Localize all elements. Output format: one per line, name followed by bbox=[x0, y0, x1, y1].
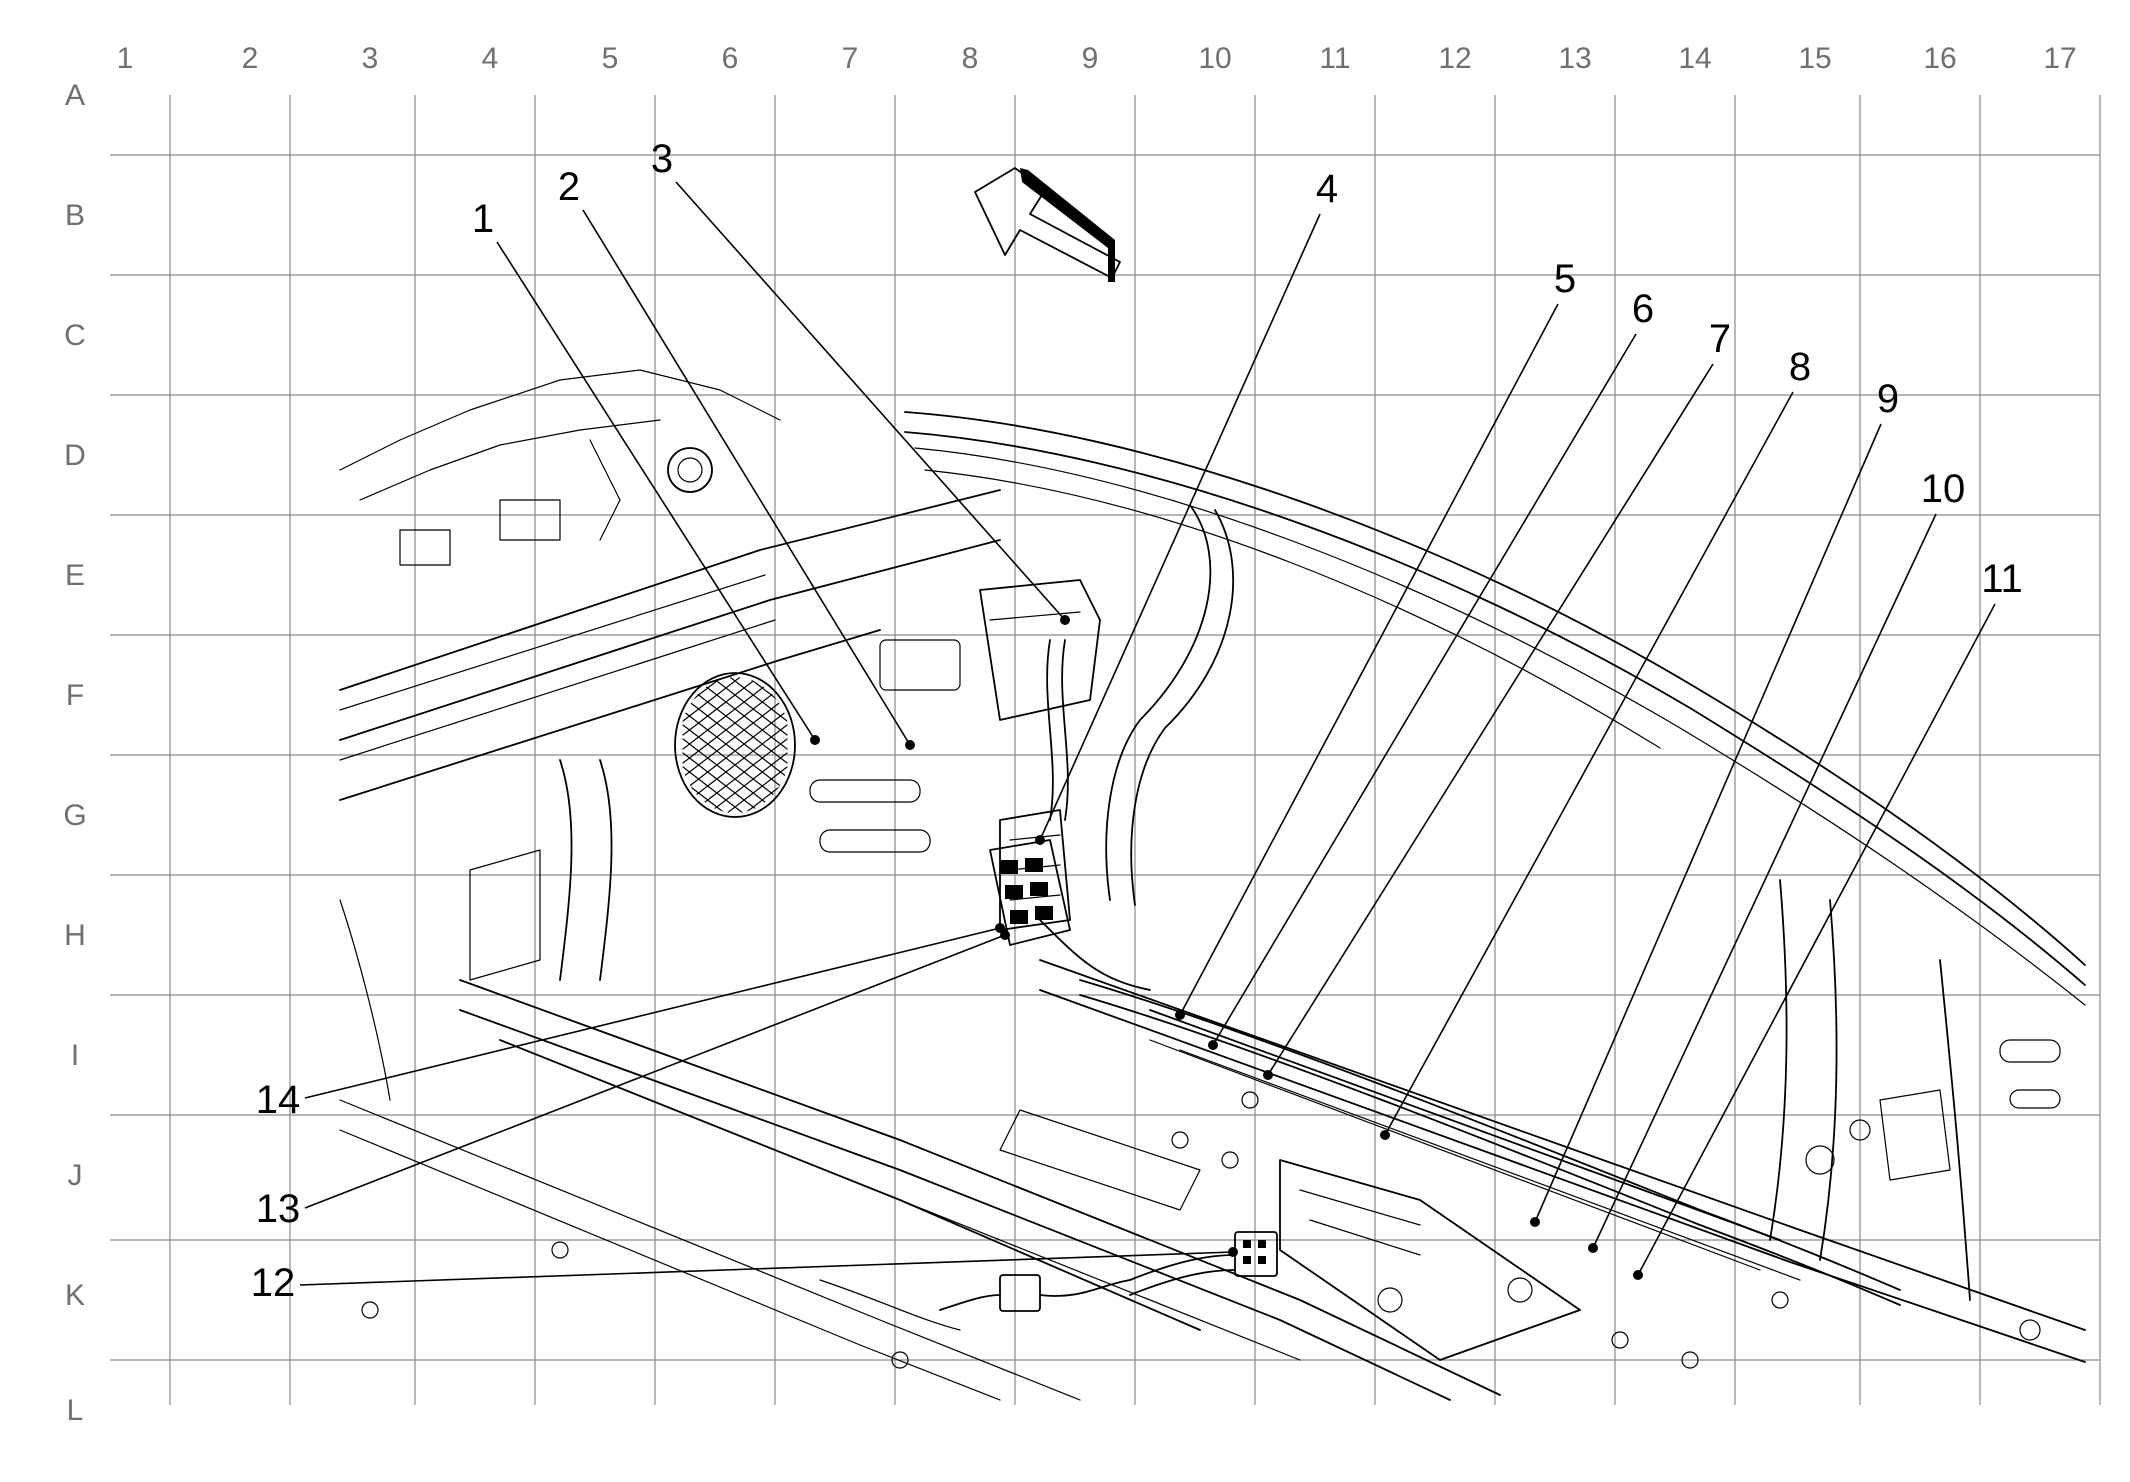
callout-number-2: 2 bbox=[558, 165, 580, 209]
grid-column-label: 10 bbox=[1198, 42, 1231, 75]
mesh-line bbox=[682, 677, 788, 722]
callout-target-dot-2 bbox=[905, 740, 915, 750]
grid-column-label: 16 bbox=[1923, 42, 1956, 75]
callout-target-dot-8 bbox=[1380, 1130, 1390, 1140]
grid-column-label: 6 bbox=[722, 42, 739, 75]
grid-column-label: 1 bbox=[117, 42, 134, 75]
grid-column-label: 9 bbox=[1082, 42, 1099, 75]
grid-column-label: 11 bbox=[1319, 42, 1350, 75]
mesh-line bbox=[682, 780, 788, 813]
callout-leader-line-1 bbox=[496, 241, 816, 741]
mesh-line bbox=[682, 780, 788, 813]
mesh-line bbox=[682, 808, 788, 813]
callout-leader-line-9 bbox=[1534, 423, 1882, 1223]
grid-row-labels: A B C D E F G H I J K L bbox=[63, 79, 86, 1427]
grid-row-label: F bbox=[66, 679, 84, 712]
callout-number-14: 14 bbox=[256, 1078, 301, 1122]
callout-number-7: 7 bbox=[1709, 317, 1731, 361]
mesh-line bbox=[683, 823, 787, 903]
callout-target-dot-3 bbox=[1060, 615, 1070, 625]
callout-number-11: 11 bbox=[1981, 557, 2023, 601]
callout-target-dot-14 bbox=[995, 923, 1005, 933]
grid-column-label: 17 bbox=[2043, 42, 2076, 75]
grid-column-label: 4 bbox=[482, 42, 499, 75]
callout-target-dot-6 bbox=[1208, 1040, 1218, 1050]
grid-row-label: E bbox=[65, 559, 85, 592]
mesh-line bbox=[682, 808, 788, 813]
callout-target-dot-11 bbox=[1633, 1270, 1643, 1280]
grid-row-label: J bbox=[68, 1159, 83, 1192]
callout-target-dot-4 bbox=[1035, 835, 1045, 845]
mesh-line bbox=[682, 677, 788, 708]
callout-target-dot-7 bbox=[1263, 1070, 1273, 1080]
mesh-line bbox=[682, 682, 788, 764]
mesh-line bbox=[682, 696, 788, 778]
grid-row-label: I bbox=[71, 1039, 79, 1072]
callout-number-1: 1 bbox=[472, 197, 494, 241]
callout-number-12: 12 bbox=[251, 1261, 296, 1305]
callout-number-9: 9 bbox=[1877, 377, 1899, 421]
forward-direction-arrow-icon bbox=[974, 167, 1121, 282]
callout-target-dot-12 bbox=[1228, 1247, 1238, 1257]
callout-number-13: 13 bbox=[256, 1187, 301, 1231]
callout-leader-line-11 bbox=[1637, 603, 1996, 1276]
grid-row-label: G bbox=[63, 799, 86, 832]
grid-row-label: C bbox=[64, 319, 86, 352]
callout-target-dot-10 bbox=[1588, 1243, 1598, 1253]
grid-column-label: 7 bbox=[842, 42, 859, 75]
mesh-line bbox=[683, 823, 787, 903]
reference-grid bbox=[110, 95, 2101, 1405]
callout-number-4: 4 bbox=[1316, 167, 1338, 211]
callout-leader-line-12 bbox=[299, 1251, 1234, 1286]
mesh-line bbox=[682, 710, 788, 792]
callout-number-10: 10 bbox=[1921, 467, 1966, 511]
callout-target-dot-1 bbox=[810, 735, 820, 745]
callout-leader-line-2 bbox=[582, 209, 911, 746]
grid-row-label: H bbox=[64, 919, 86, 952]
grid-row-label: A bbox=[65, 79, 85, 112]
vehicle-body-line-art bbox=[339, 369, 2086, 1401]
grid-column-label: 8 bbox=[962, 42, 979, 75]
grid-column-label: 3 bbox=[362, 42, 379, 75]
callout-number-8: 8 bbox=[1789, 345, 1811, 389]
mesh-line bbox=[682, 766, 788, 813]
grid-column-label: 12 bbox=[1438, 42, 1471, 75]
mesh-line bbox=[682, 724, 788, 806]
callout-target-dot-13 bbox=[1000, 930, 1010, 940]
mesh-line bbox=[683, 585, 787, 665]
mesh-line bbox=[682, 677, 788, 708]
callout-target-dot-5 bbox=[1175, 1010, 1185, 1020]
callout-leader-line-6 bbox=[1212, 333, 1637, 1046]
grid-column-label: 2 bbox=[242, 42, 259, 75]
callout-number-6: 6 bbox=[1632, 287, 1654, 331]
grid-column-label: 14 bbox=[1678, 42, 1711, 75]
callout-number-5: 5 bbox=[1554, 257, 1576, 301]
callout-leader-line-5 bbox=[1179, 303, 1559, 1016]
callout-leader-line-4 bbox=[1039, 213, 1321, 841]
mesh-line bbox=[682, 677, 788, 736]
callout-leader-line-13 bbox=[304, 934, 1006, 1209]
callout-leader-line-14 bbox=[304, 927, 1001, 1099]
callout-number-3: 3 bbox=[651, 137, 673, 181]
callout-leader-line-8 bbox=[1384, 391, 1794, 1136]
callout-target-dot-9 bbox=[1530, 1217, 1540, 1227]
mesh-line bbox=[683, 585, 787, 665]
callout-leader-line-10 bbox=[1592, 513, 1937, 1249]
grid-column-label: 5 bbox=[602, 42, 619, 75]
grid-column-label: 13 bbox=[1558, 42, 1591, 75]
grid-row-label: D bbox=[64, 439, 86, 472]
grid-row-label: B bbox=[65, 199, 85, 232]
grid-row-label: K bbox=[65, 1279, 85, 1312]
grid-column-label: 15 bbox=[1798, 42, 1831, 75]
callout-leader-line-7 bbox=[1267, 363, 1714, 1076]
mesh-line bbox=[682, 752, 788, 813]
callout-leader-line-3 bbox=[675, 181, 1066, 621]
grid-row-label: L bbox=[67, 1394, 84, 1427]
